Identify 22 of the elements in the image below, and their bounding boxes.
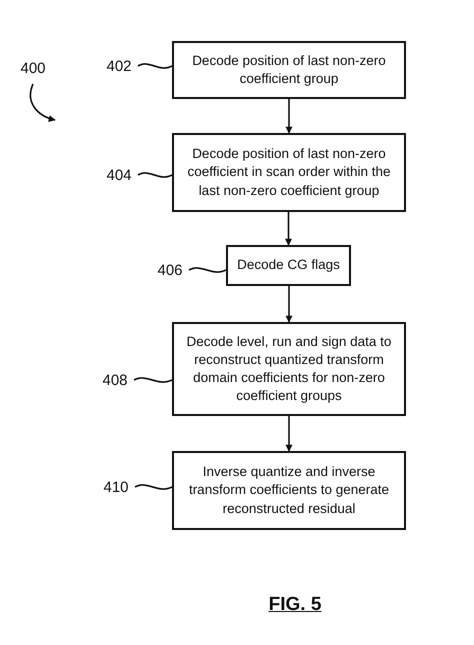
process-box: Inverse quantize and inverse transform coefficients to generate reconstructed residual: [172, 451, 406, 530]
process-box: Decode position of last non-zero coefficient group: [172, 41, 406, 99]
arrow: [286, 416, 292, 452]
leader-line: [138, 63, 172, 69]
process-box: Decode CG flags: [226, 245, 351, 286]
reference-numeral: 402: [102, 56, 136, 76]
process-box: Decode level, run and sign data to reconstruct quantized transform domain coefficients for non-zero coefficient groups: [172, 322, 406, 416]
arrow: [286, 286, 292, 323]
reference-numeral: 410: [99, 477, 133, 497]
arrow: [30, 84, 56, 122]
arrow: [286, 99, 292, 134]
leader-line: [134, 377, 172, 383]
reference-numeral: 404: [102, 165, 136, 185]
leader-line: [188, 267, 226, 273]
reference-numeral: 408: [98, 370, 132, 390]
reference-numeral: 406: [153, 260, 187, 280]
figure-caption: FIG. 5: [268, 594, 322, 616]
process-box: Decode position of last non-zero coefficient in scan order within the last non-zero coefficient group: [172, 133, 406, 212]
leader-line: [134, 484, 172, 490]
leader-line: [138, 172, 172, 178]
arrow: [285, 212, 292, 246]
reference-numeral: 400: [16, 58, 50, 78]
